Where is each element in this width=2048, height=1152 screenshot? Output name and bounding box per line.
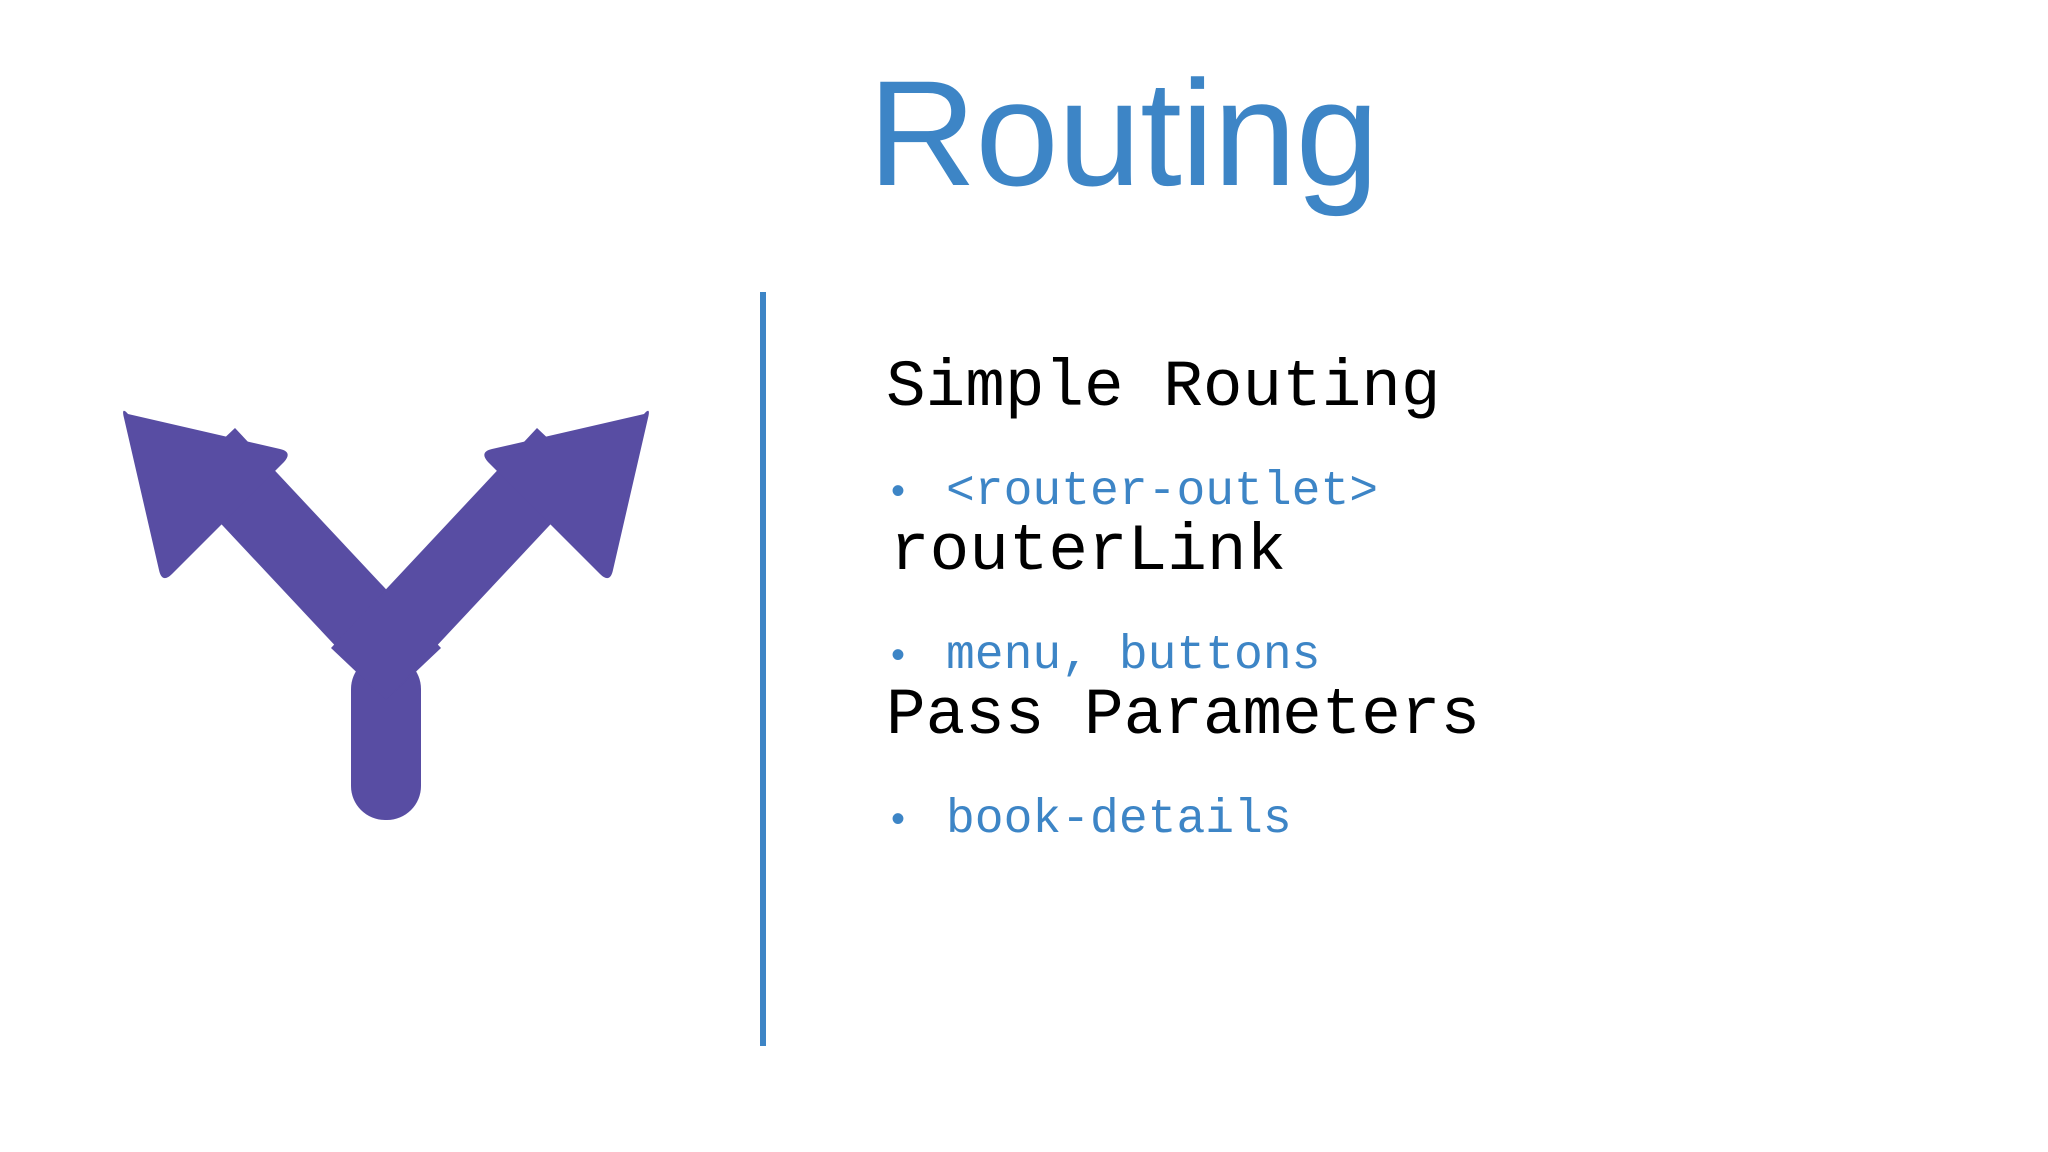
page-title: Routing [868, 49, 1379, 217]
section-simple-routing: Simple Routing • <router-outlet> [886, 350, 1441, 517]
fork-split-arrows-icon [110, 400, 662, 832]
list-item: • book-details [886, 796, 1480, 844]
list-item: • <router-outlet> [886, 468, 1441, 516]
bullet-marker-icon: • [886, 800, 911, 845]
section-heading: routerLink [890, 514, 1287, 589]
list-item-label: menu, buttons [946, 629, 1321, 683]
bullet-marker-icon: • [886, 636, 911, 681]
list-item: • menu, buttons [886, 632, 1320, 680]
section-heading: Simple Routing [886, 350, 1441, 425]
list-item-label: book-details [946, 793, 1292, 847]
section-routerlink: routerLink • menu, buttons [886, 514, 1320, 681]
section-heading: Pass Parameters [886, 678, 1481, 753]
vertical-divider [760, 292, 766, 1046]
bullet-marker-icon: • [886, 472, 911, 517]
section-pass-parameters: Pass Parameters • book-details [886, 678, 1481, 845]
list-item-label: <router-outlet> [946, 465, 1379, 519]
